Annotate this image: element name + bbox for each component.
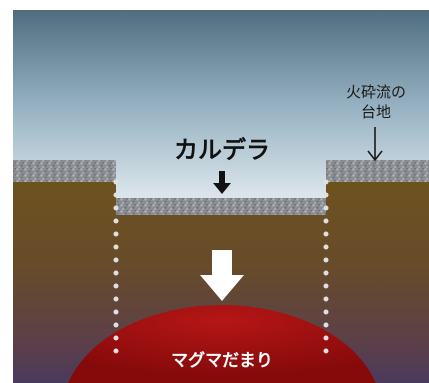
- collapse-arrow-icon: [200, 250, 244, 301]
- pyroclastic-label-line2: 台地: [361, 103, 391, 121]
- arrow-down-icon: [213, 171, 231, 194]
- magma-chamber: [68, 305, 376, 383]
- thin-arrow-down-icon: [367, 127, 383, 162]
- caldera-floor-crust: [116, 198, 326, 215]
- caldera-label: カルデラ: [174, 136, 270, 164]
- pyroclastic-label-line1: 火砕流の: [346, 83, 406, 101]
- magma-chamber-label: マグマだまり: [171, 350, 273, 371]
- left-plateau-crust: [13, 160, 116, 182]
- right-plateau-crust: [326, 160, 429, 182]
